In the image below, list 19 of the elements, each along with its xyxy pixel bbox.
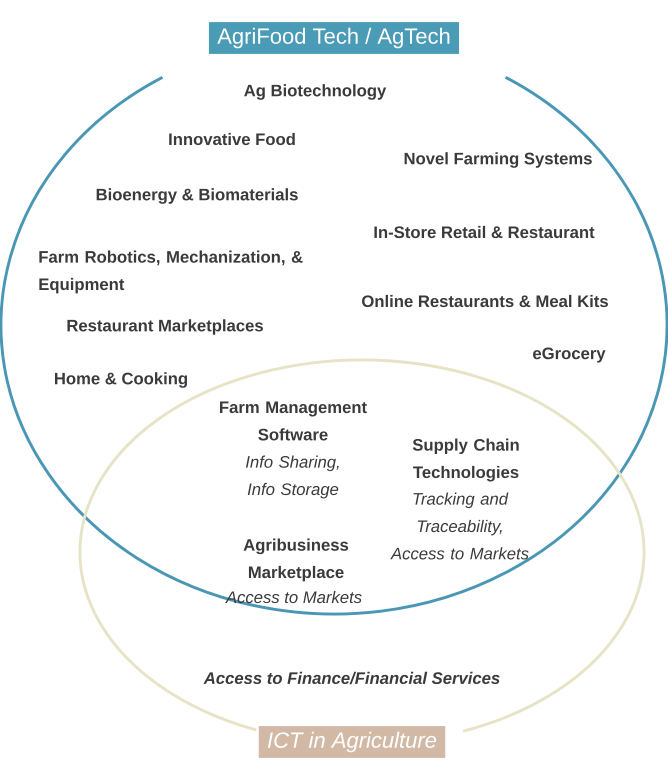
- category-label: Online Restaurants & Meal Kits: [362, 294, 608, 308]
- category-label: Farm Robotics, Mechanization, & Equipment: [39, 250, 303, 294]
- category-label: Info Sharing, Info Storage: [246, 456, 339, 498]
- category-label: eGrocery: [533, 347, 606, 363]
- category-label: In-Store Retail & Restaurant: [374, 226, 594, 238]
- category-label: Farm Management Software: [220, 402, 367, 440]
- category-label: Novel Farming Systems: [404, 152, 592, 168]
- category-label: Restaurant Marketplaces: [67, 319, 263, 335]
- title-box: AgriFood Tech / AgTech: [208, 22, 460, 54]
- category-label: Home & Cooking: [54, 372, 187, 388]
- category-label: Supply Chain Technologies: [412, 438, 519, 482]
- category-label: Agribusiness Marketplace: [244, 538, 348, 582]
- title-box: ICT in Agriculture: [258, 726, 446, 758]
- category-label: Ag Biotechnology: [244, 84, 386, 100]
- category-label: Tracking and Traceability, Access to Markets: [390, 492, 529, 560]
- category-label: Access to Markets: [225, 590, 362, 604]
- category-label: Bioenergy & Biomaterials: [96, 188, 298, 204]
- category-label: Innovative Food: [169, 132, 295, 146]
- category-label: Access to Finance/Financial Services: [203, 672, 500, 684]
